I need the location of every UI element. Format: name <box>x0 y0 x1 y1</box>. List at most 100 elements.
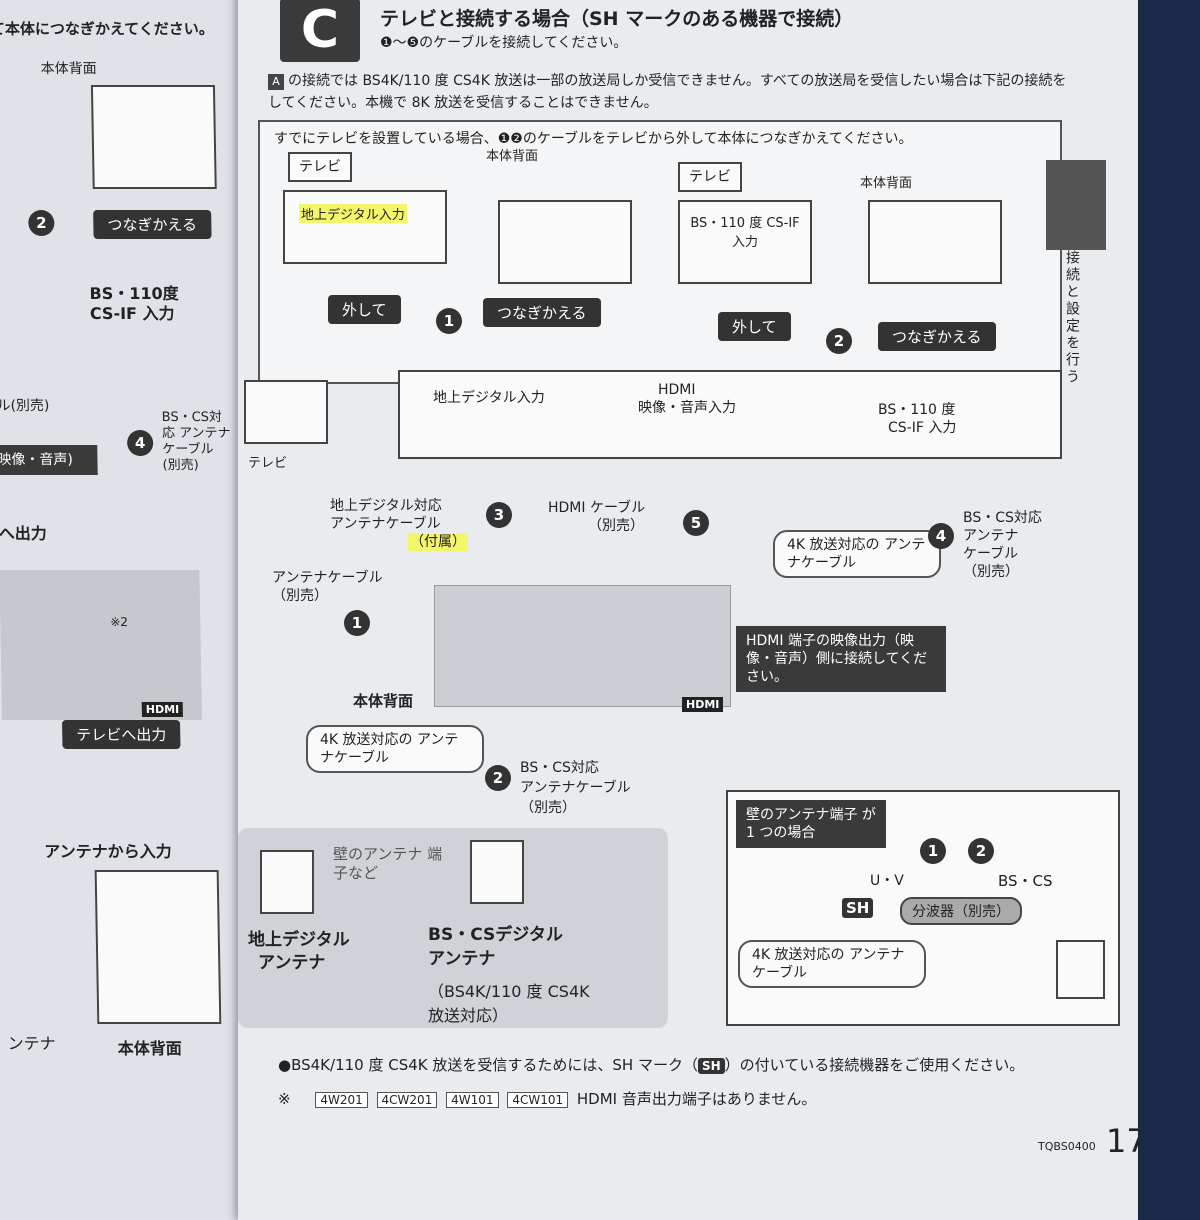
reconnect-tv-right-box: BS・110 度 CS-IF 入力 <box>678 200 812 284</box>
reconnect-rear-right: 本体背面 <box>860 176 913 191</box>
callout-4k-mid: 4K 放送対応の アンテナケーブル <box>306 725 484 773</box>
bs-antenna-3: （BS4K/110 度 CS4K <box>428 982 590 1001</box>
bs-cable-2: アンテナ <box>963 528 1019 544</box>
footer-bullet-text: ●BS4K/110 度 CS4K 放送を受信するためには、SH マーク（ <box>278 1056 698 1074</box>
reconnect-reconnect-left: つなぎかえる <box>483 298 601 327</box>
hdmi-cable-2: （別売） <box>588 518 644 534</box>
callout-4k-top: 4K 放送対応の アンテナケーブル <box>773 530 941 578</box>
side-tab-text: 接続と設定を行う <box>1064 250 1080 386</box>
left-top-text: て本体につなぎかえてください。 <box>0 20 214 38</box>
left-rear-box <box>90 85 217 189</box>
bs-cable-4: （別売） <box>963 564 1019 580</box>
tv-icon <box>244 380 328 444</box>
splitter-sh-mark: SH <box>842 898 874 918</box>
splitter-callout: 4K 放送対応の アンテナケーブル <box>738 940 926 988</box>
reconnect-terr-input: 地上デジタル入力 <box>299 204 407 223</box>
bs-antenna-4: 放送対応） <box>428 1006 509 1025</box>
reconnect-reconnect-right: つなぎかえる <box>878 322 996 351</box>
hdmi-note: HDMI 端子の映像出力（映像・音声）側に接続してください。 <box>736 626 946 692</box>
reconnect-caption: すでにテレビを設置している場合、❶❷のケーブルをテレビから外して本体につなぎかえ… <box>274 131 913 147</box>
left-rear-panel <box>0 570 203 720</box>
footer-note: ※ 4W201 4CW201 4W101 4CW101 HDMI 音声出力端子は… <box>278 1088 816 1109</box>
splitter-bscs: BS・CS <box>998 872 1053 890</box>
main-hdmi-input-2: 映像・音声入力 <box>638 400 736 416</box>
side-tab <box>1046 160 1106 250</box>
footer-bullet-end: ）の付いている接続機器をご使用ください。 <box>724 1056 1025 1074</box>
main-num-2: 2 <box>485 765 511 791</box>
splitter-uv: U・V <box>870 873 904 889</box>
main-tv-label: テレビ <box>248 456 288 471</box>
splitter-wall-terminal <box>1056 940 1105 999</box>
main-num-3: 3 <box>486 502 512 528</box>
main-num-4: 4 <box>928 523 954 549</box>
reconnect-bs-input: BS・110 度 CS-IF 入力 <box>690 216 800 250</box>
doc-code: TQBS0400 <box>1038 1140 1096 1153</box>
main-terr-input: 地上デジタル入力 <box>433 390 545 406</box>
left-antenna-box <box>94 870 222 1024</box>
antenna-cable-1: アンテナケーブル <box>272 570 383 586</box>
reconnect-rear-left-box <box>498 200 632 284</box>
bs-cable-1: BS・CS対応 <box>963 510 1042 526</box>
main-bs-input-1: BS・110 度 <box>878 402 956 418</box>
bs-antenna-2: アンテナ <box>428 949 496 969</box>
splitter-num-1: 1 <box>920 838 946 864</box>
footer-sh-mark: SH <box>697 1058 725 1074</box>
bs-cable2-2: アンテナケーブル <box>520 780 631 796</box>
terr-antenna-2: アンテナ <box>258 953 326 973</box>
bs-cable-3: ケーブル <box>963 546 1019 562</box>
main-num-1: 1 <box>344 610 370 636</box>
left-bs-input-1: BS・110度 <box>89 284 179 303</box>
left-hdmi-logo: HDMI <box>141 702 184 717</box>
left-bs-cable-label: BS・CS対応 アンテナ ケーブル (別売) <box>161 410 231 473</box>
left-antenna-partial: ンテナ <box>7 1034 56 1053</box>
terr-cable-3: （付属） <box>408 534 468 551</box>
left-note-2: ※2 <box>110 615 129 629</box>
main-bs-input-2: CS-IF 入力 <box>888 420 957 436</box>
bs-wall-terminal <box>470 840 524 904</box>
left-cable-sold: ル(別売) <box>0 398 50 414</box>
terr-wall-terminal <box>260 850 314 914</box>
splitter-num-2: 2 <box>968 838 994 864</box>
reconnect-num-2: 2 <box>826 328 852 354</box>
footer-note-mark: ※ <box>278 1090 291 1108</box>
bs-cable2-3: （別売） <box>520 800 576 816</box>
terr-cable-2: アンテナケーブル <box>330 516 441 532</box>
bs-antenna-1: BS・CSデジタル <box>428 925 563 945</box>
model-tag: 4W101 <box>446 1092 499 1108</box>
model-tag: 4W201 <box>315 1092 368 1108</box>
terr-antenna-1: 地上デジタル <box>248 930 350 950</box>
left-bs-input-2: CS-IF 入力 <box>89 304 175 323</box>
reconnect-remove-right: 外して <box>718 312 791 341</box>
wall-terminal-label: 壁のアンテナ 端子など <box>333 845 443 882</box>
main-num-5: 5 <box>683 510 709 536</box>
section-subtitle: ❶～❺のケーブルを接続してください。 <box>380 35 628 51</box>
left-out-partial: へ出力 <box>0 524 47 543</box>
note-text: の接続では BS4K/110 度 CS4K 放送は一部の放送局しか受信できません… <box>268 73 1067 111</box>
left-out-to-tv: テレビへ出力 <box>62 720 181 749</box>
splitter-label: 分波器（別売） <box>900 897 1022 925</box>
reconnect-tv-left-box: 地上デジタル入力 <box>283 190 447 264</box>
tv-input-bar <box>398 370 1062 459</box>
main-rear-label: 本体背面 <box>353 692 414 710</box>
left-num-4: 4 <box>126 430 154 456</box>
reconnect-remove-left: 外して <box>328 295 401 324</box>
page-number: 17 <box>1106 1122 1138 1160</box>
reconnect-num-1: 1 <box>436 308 462 334</box>
main-hdmi-input-1: HDMI <box>658 382 696 398</box>
left-antenna-in: アンテナから入力 <box>44 842 172 861</box>
rear-panel <box>434 585 731 707</box>
antenna-cable-2: （別売） <box>272 588 328 604</box>
terr-cable-1: 地上デジタル対応 <box>330 498 442 514</box>
section-letter: C <box>280 0 360 62</box>
splitter-title: 壁のアンテナ端子 が 1 つの場合 <box>736 800 886 848</box>
section-title: テレビと接続する場合（SH マークのある機器で接続） <box>380 8 854 30</box>
model-tag: 4CW201 <box>376 1092 438 1108</box>
bs-cable2-1: BS・CS対応 <box>520 760 599 776</box>
left-video-audio: 映像・音声) <box>0 445 98 475</box>
footer-hdmi-note: HDMI 音声出力端子はありません。 <box>576 1090 817 1108</box>
reconnect-rear-right-box <box>868 200 1002 284</box>
reconnect-rear-left: 本体背面 <box>486 149 539 164</box>
right-page: C テレビと接続する場合（SH マークのある機器で接続） ❶～❺のケーブルを接続… <box>238 0 1138 1220</box>
note-badge: A <box>268 74 284 90</box>
